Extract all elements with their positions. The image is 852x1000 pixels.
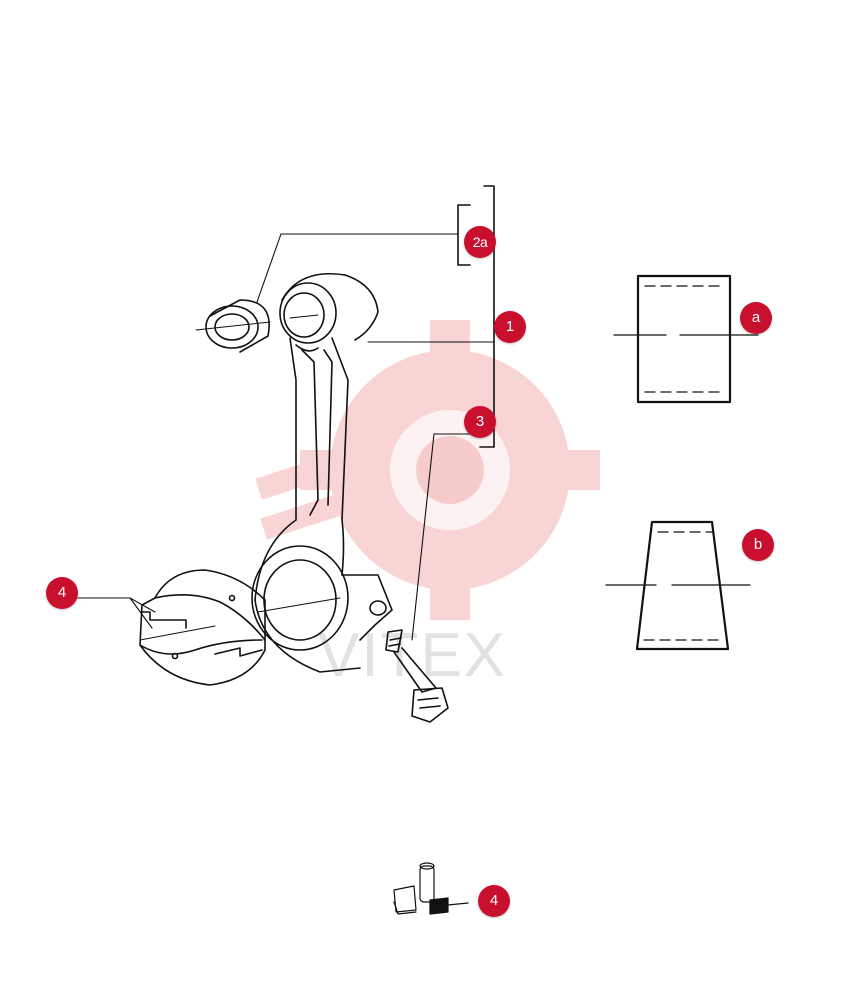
callout-3[interactable]: 3 xyxy=(464,406,496,438)
callout-1[interactable]: 1 xyxy=(494,311,526,343)
callout-a[interactable]: a xyxy=(740,302,772,334)
callout-2a-2b[interactable]: 2a 2b xyxy=(464,226,496,282)
small-end-bushing xyxy=(195,299,271,353)
kit-parts-icon xyxy=(393,862,469,915)
bracket-main xyxy=(367,185,495,448)
bracket-2ab xyxy=(256,204,471,303)
callout-4-kit[interactable]: 4 xyxy=(478,885,510,917)
leader-3-diag xyxy=(411,433,435,641)
big-end-bearing xyxy=(139,569,266,686)
callout-4[interactable]: 4 xyxy=(46,577,78,609)
bushing-profile-b xyxy=(605,520,751,651)
callout-b[interactable]: b xyxy=(742,529,774,561)
bushing-profile-a xyxy=(613,274,759,404)
connecting-rod xyxy=(251,273,393,673)
rod-bolt xyxy=(385,629,449,723)
